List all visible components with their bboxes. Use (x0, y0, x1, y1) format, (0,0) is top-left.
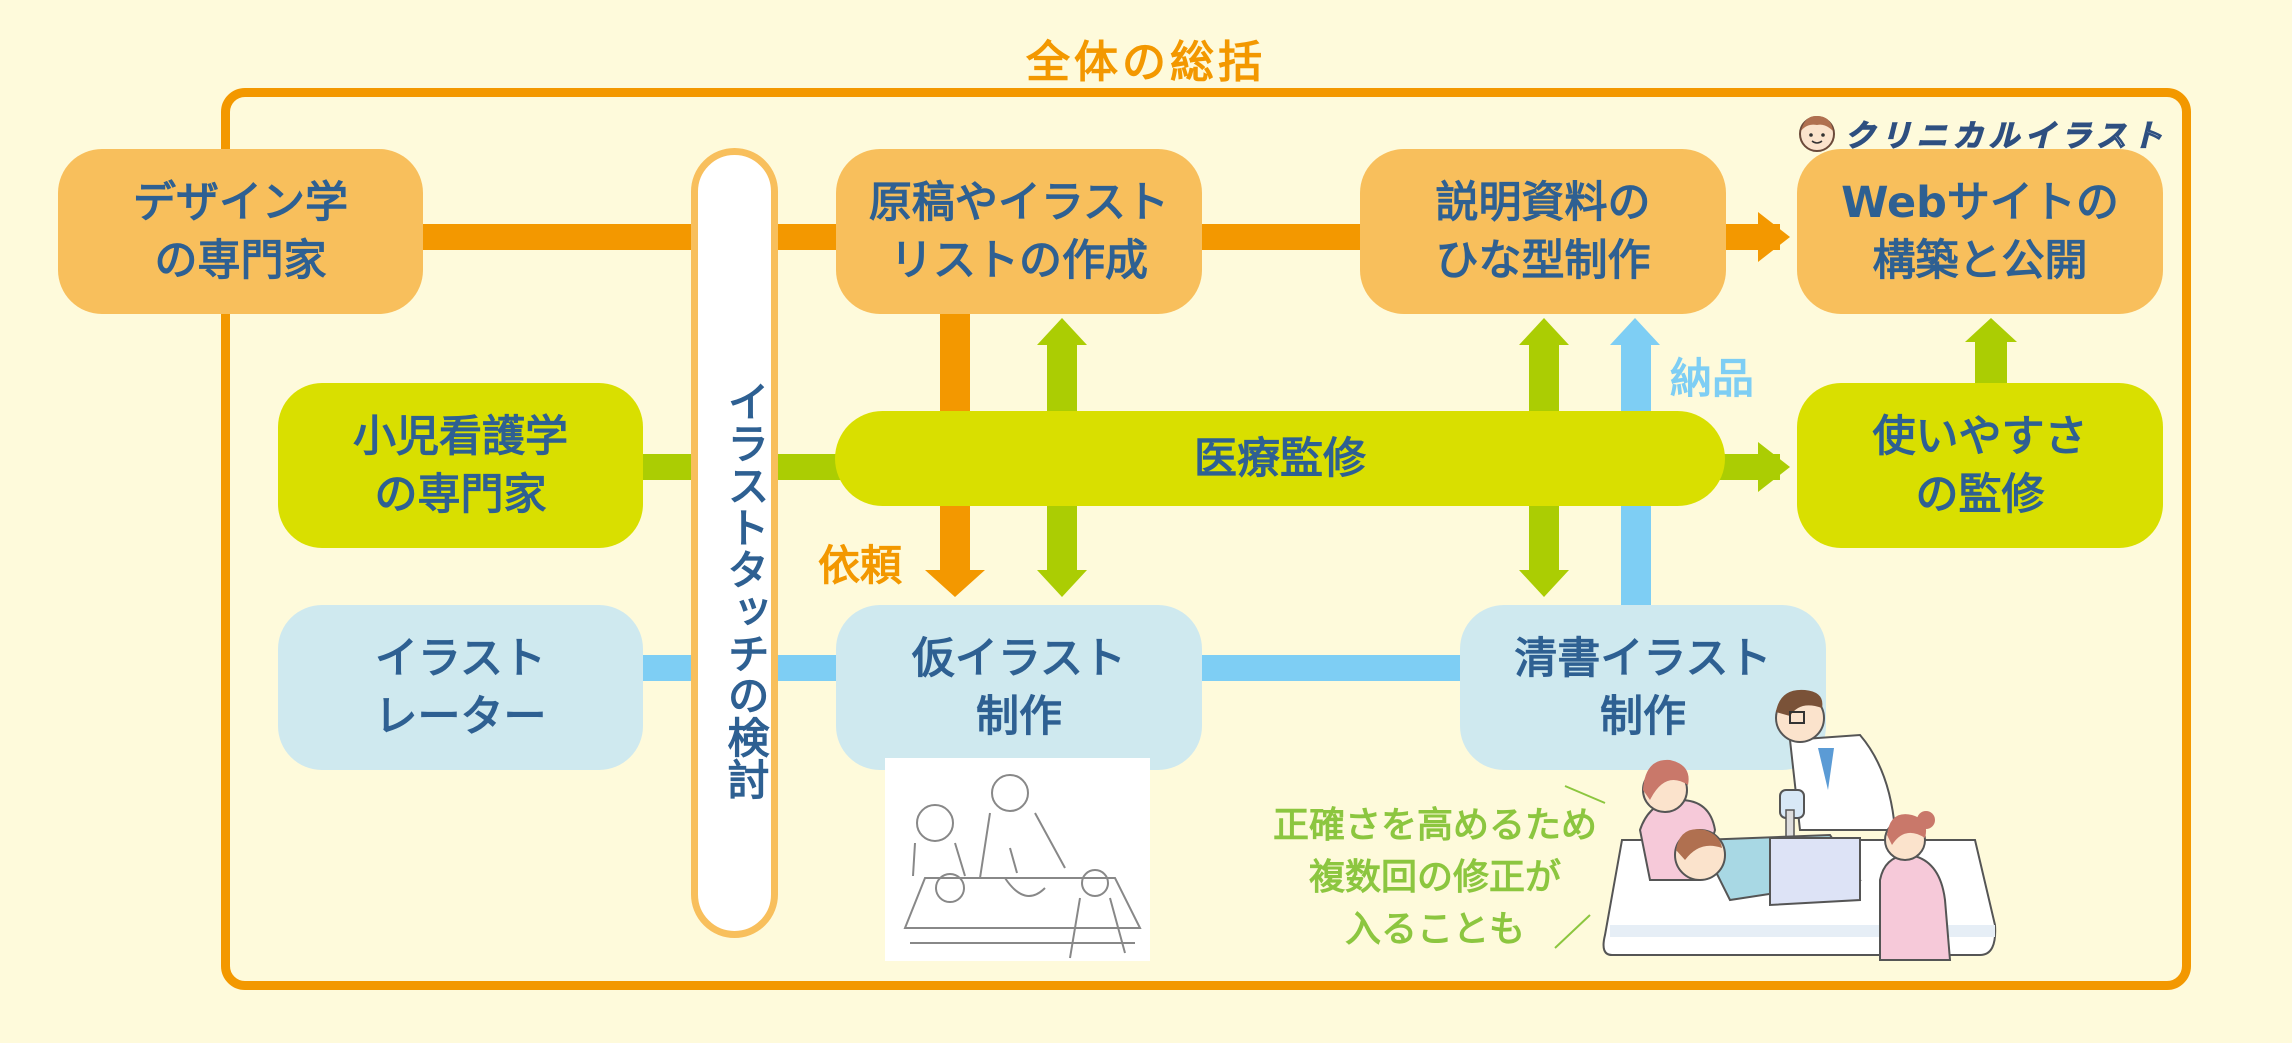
note-line-top (1564, 785, 1606, 804)
step-template: 説明資料の ひな型制作 (1360, 149, 1726, 314)
to-usability-arrow (1720, 442, 1790, 492)
step-final-illustration: 清書イラスト 制作 (1460, 605, 1826, 770)
step-usability: 使いやすさ の監修 (1797, 383, 2163, 548)
step-medical-review: 医療監修 (835, 411, 1725, 506)
usability-up-arrow (1965, 318, 2017, 385)
sketch-drawing (903, 774, 1142, 959)
rough-sketch-illustration (885, 758, 1150, 961)
logo: クリニカルイラスト (1797, 110, 2168, 156)
illustration-touch-label: イラストタッチの検討 (721, 380, 770, 800)
boy-face-icon (1799, 115, 1835, 152)
overall-frame (221, 88, 2191, 990)
delivery-label: 納品 (1670, 354, 1755, 403)
role-nursing-expert: 小児看護学 の専門家 (278, 383, 643, 548)
step-website: Webサイトの 構築と公開 (1797, 149, 2163, 314)
step-draft-list: 原稿やイラスト リストの作成 (836, 149, 1202, 314)
note-line-bottom (1554, 914, 1591, 949)
role-design-expert: デザイン学 の専門家 (58, 149, 423, 314)
logo-text: クリニカルイラスト (1844, 118, 2169, 155)
role-illustrator: イラスト レーター (278, 605, 643, 770)
step-rough-illustration: 仮イラスト 制作 (836, 605, 1202, 770)
diagram-title: 全体の総括 (1026, 37, 1266, 88)
to-website-arrow (1720, 212, 1790, 262)
request-label: 依頼 (818, 541, 903, 590)
illustration-touch-bar: イラストタッチの検討 (691, 148, 778, 938)
revision-note: 正確さを高めるため 複数回の修正が 入ることも (1272, 805, 1597, 950)
